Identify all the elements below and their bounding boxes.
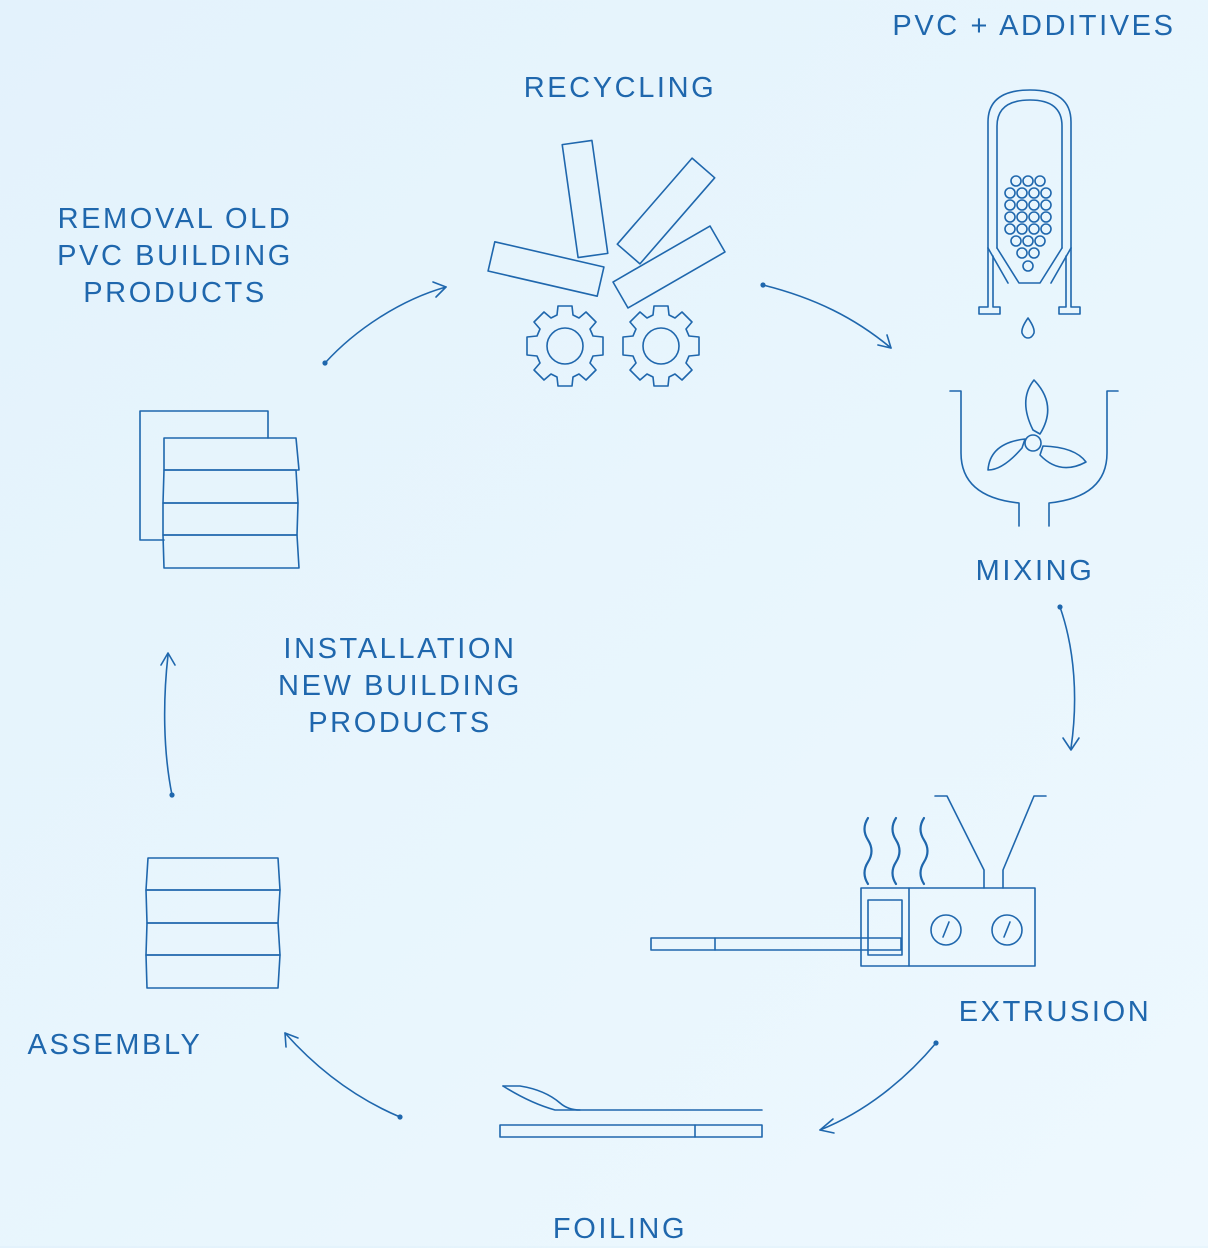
- installed-profiles-icon: [140, 411, 299, 568]
- label-installation: INSTALLATION NEW BUILDING PRODUCTS: [278, 633, 522, 739]
- gear-left: [527, 306, 603, 386]
- label-pvc-additives: PVC + ADDITIVES: [892, 10, 1176, 42]
- mixer-icon: [950, 380, 1118, 526]
- pellet-circles: [1005, 176, 1051, 271]
- arrow-mixing-to-extrusion: [1057, 604, 1079, 750]
- arrow-removal-to-recycling: [322, 282, 446, 366]
- label-extrusion: EXTRUSION: [958, 996, 1152, 1028]
- extruder-icon: [651, 796, 1046, 966]
- label-recycling: RECYCLING: [523, 72, 717, 104]
- label-removal: REMOVAL OLD PVC BUILDING PRODUCTS: [57, 203, 293, 309]
- label-mixing: MIXING: [975, 555, 1095, 587]
- foil-icon: [500, 1086, 762, 1137]
- arrow-extrusion-to-foiling: [820, 1040, 939, 1133]
- shredder-icon: [488, 140, 725, 386]
- arrow-assembly-to-installation: [161, 653, 175, 798]
- arrow-foiling-to-assembly: [285, 1033, 403, 1120]
- stacked-profiles-icon: [146, 858, 280, 988]
- arrow-recycling-to-mixing: [760, 282, 891, 348]
- label-foiling: FOILING: [552, 1213, 688, 1245]
- gear-right: [623, 306, 699, 386]
- label-assembly: ASSEMBLY: [27, 1029, 203, 1061]
- silo-icon: [979, 90, 1080, 338]
